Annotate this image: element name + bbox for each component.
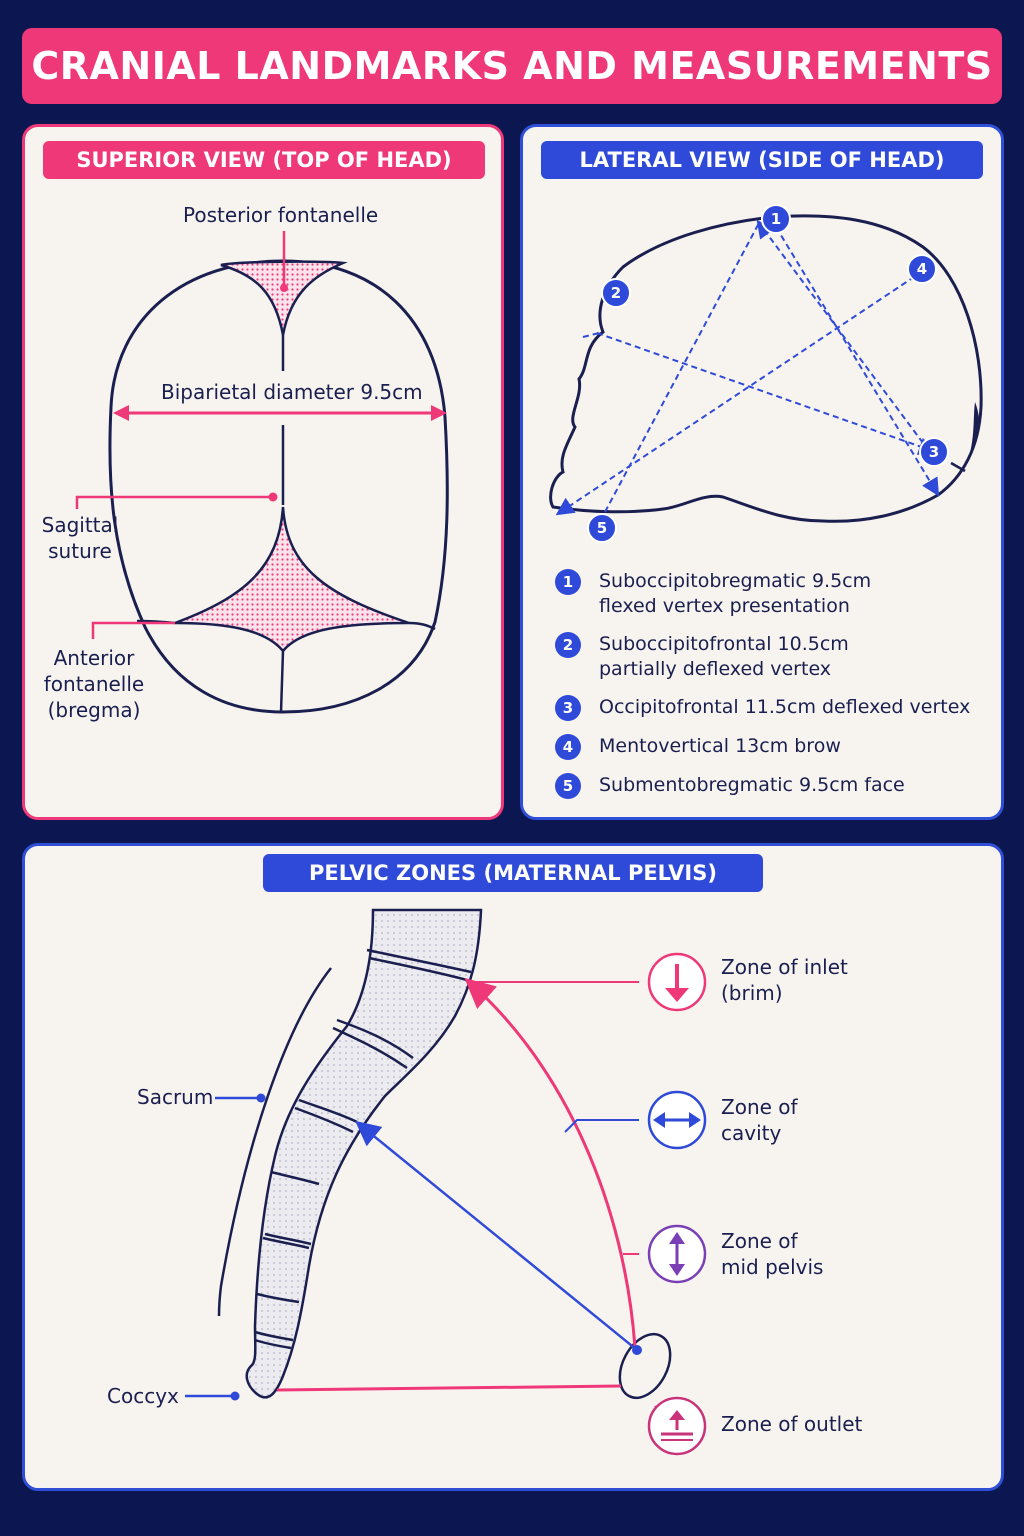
zone-mid-pelvis-label: Zone of mid pelvis <box>721 1229 824 1279</box>
anterior-fontanelle-label: Anterior fontanelle (bregma) <box>43 646 145 722</box>
skull-outline <box>108 259 449 714</box>
sacrum-label: Sacrum <box>137 1085 214 1109</box>
diameter-legend: 1 Suboccipitobregmatic 9.5cm flexed vert… <box>555 569 995 812</box>
legend-item: 5 Submentobregmatic 9.5cm face <box>555 773 995 799</box>
skull-top-diagram <box>75 231 449 714</box>
marker-2: 2 <box>601 278 631 308</box>
coccyx-label: Coccyx <box>107 1384 179 1408</box>
marker-4: 4 <box>907 254 937 284</box>
legend-number: 1 <box>555 569 581 595</box>
legend-number: 2 <box>555 632 581 658</box>
legend-text: Suboccipitofrontal 10.5cm partially defl… <box>599 633 849 680</box>
arrow-down-icon <box>647 952 707 1012</box>
zone-outlet-label: Zone of outlet <box>721 1412 863 1436</box>
skull-side-diagram <box>549 214 983 523</box>
zone-cavity-label: Zone of cavity <box>721 1095 798 1145</box>
legend-number: 5 <box>555 773 581 799</box>
marker-3: 3 <box>919 437 949 467</box>
skull-side-outline <box>549 214 983 523</box>
legend-item: 4 Mentovertical 13cm brow <box>555 734 995 760</box>
pelvic-zones-panel: PELVIC ZONES (MATERNAL PELVIS) <box>22 843 1004 1491</box>
sagittal-suture-label: Sagittal suture <box>41 513 119 563</box>
inlet-line <box>464 978 637 1349</box>
title-bar: CRANIAL LANDMARKS AND MEASUREMENTS <box>22 28 1002 104</box>
legend-text: Suboccipitobregmatic 9.5cm flexed vertex… <box>599 570 872 617</box>
superior-view-header: SUPERIOR VIEW (TOP OF HEAD) <box>43 141 485 179</box>
arrow-up-down-icon <box>647 1224 707 1284</box>
superior-view-panel: SUPERIOR VIEW (TOP OF HEAD) <box>22 124 504 820</box>
outlet-line <box>276 1384 622 1392</box>
posterior-fontanelle-label: Posterior fontanelle <box>183 203 379 227</box>
pelvic-zones-header: PELVIC ZONES (MATERNAL PELVIS) <box>263 854 763 892</box>
arrow-left-right-icon <box>647 1090 707 1150</box>
biparietal-diameter-label: Biparietal diameter 9.5cm <box>161 380 423 404</box>
sacrum-shape <box>245 908 483 1399</box>
legend-text: Occipitofrontal 11.5cm deflexed vertex <box>599 696 971 718</box>
legend-item: 3 Occipitofrontal 11.5cm deflexed vertex <box>555 695 995 721</box>
posterior-fontanelle-shape <box>220 260 348 336</box>
marker-5: 5 <box>587 513 617 543</box>
anterior-fontanelle-shape <box>174 506 410 653</box>
zone-inlet-label: Zone of inlet (brim) <box>721 955 848 1005</box>
page-title: CRANIAL LANDMARKS AND MEASUREMENTS <box>31 44 993 88</box>
legend-text: Mentovertical 13cm brow <box>599 735 841 757</box>
legend-item: 2 Suboccipitofrontal 10.5cm partially de… <box>555 632 995 682</box>
lateral-view-header: LATERAL VIEW (SIDE OF HEAD) <box>541 141 983 179</box>
legend-text: Submentobregmatic 9.5cm face <box>599 774 905 796</box>
cavity-line <box>355 1120 638 1351</box>
lateral-view-panel: LATERAL VIEW (SIDE OF HEAD) 1 2 3 4 5 1 … <box>520 124 1004 820</box>
arrow-up-line-icon <box>647 1396 707 1456</box>
legend-number: 4 <box>555 734 581 760</box>
legend-item: 1 Suboccipitobregmatic 9.5cm flexed vert… <box>555 569 995 619</box>
legend-number: 3 <box>555 695 581 721</box>
marker-1: 1 <box>761 204 791 234</box>
pelvis-diagram <box>185 908 707 1456</box>
